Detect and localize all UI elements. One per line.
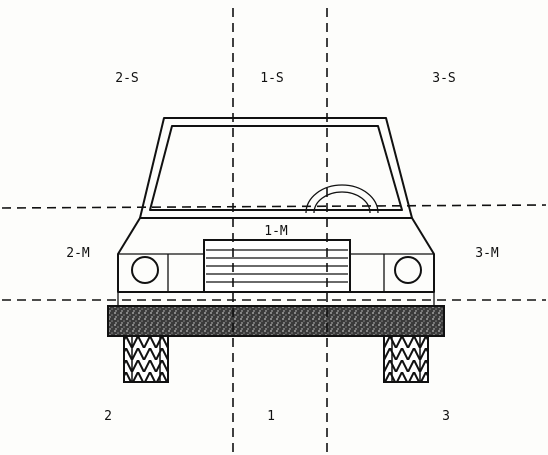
zone-label-3-m: 3-M — [475, 246, 499, 261]
zone-label-3: 3 — [442, 409, 450, 424]
zone-dividers — [1, 8, 547, 453]
zone-label-3-s: 3-S — [432, 71, 455, 86]
front-bumper — [107, 305, 445, 337]
zone-label-1-m: 1-M — [264, 224, 288, 239]
zone-labels: 2-S 1-S 3-S 2-M 1-M 3-M 2 1 3 — [66, 71, 499, 424]
zone-label-1: 1 — [267, 409, 275, 424]
zone-label-1-s: 1-S — [260, 71, 283, 86]
divider-horizontal-upper — [1, 204, 547, 209]
zone-label-2-m: 2-M — [66, 246, 90, 261]
vehicle-cabin — [139, 117, 413, 219]
left-tire — [123, 335, 169, 383]
zone-label-2-s: 2-S — [115, 71, 138, 86]
steering-wheel — [305, 184, 379, 214]
grille — [203, 239, 351, 293]
right-tire — [383, 335, 429, 383]
right-headlight — [394, 256, 422, 284]
left-headlight — [131, 256, 159, 284]
zone-label-2: 2 — [104, 409, 112, 424]
